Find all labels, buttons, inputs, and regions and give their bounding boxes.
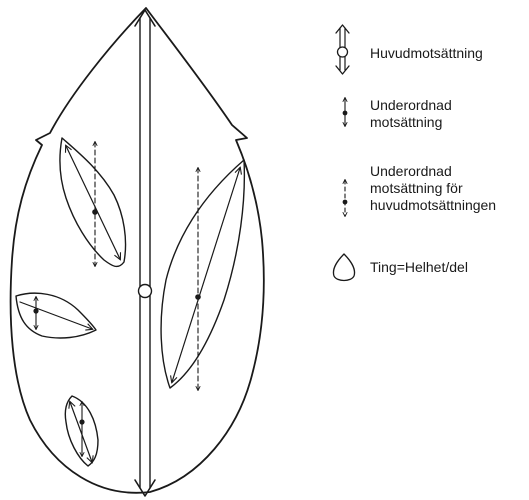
legend-main-contradiction-label: Huvudmotsättning [370, 45, 483, 62]
sub-leaf-middle-left-diagonal [20, 302, 92, 329]
legend-thing-icon [333, 254, 354, 281]
legend-subordinate-icon [343, 98, 348, 126]
legend-subordinate-main-icon [343, 180, 348, 216]
sub-leaf-middle-left-dot [33, 308, 38, 313]
main-axis-top-arrow-icon [135, 10, 155, 26]
sub-leaf-right-dot [195, 294, 201, 300]
big-leaf-outline [11, 8, 264, 493]
sub-leaf-upper-left-diagonal [66, 146, 120, 259]
main-axis-center-circle [139, 285, 152, 298]
sub-leaf-bottom-left-dot [79, 419, 84, 424]
legend-thing-label: Ting=Helhet/del [370, 259, 468, 276]
legend-subordinate-main-label: Underordnad motsättning för huvudmotsätt… [370, 163, 496, 214]
legend-main-contradiction-icon [336, 25, 349, 74]
legend-subordinate-label: Underordnad motsättning [370, 97, 452, 131]
sub-leaf-upper-left-dot [92, 209, 98, 215]
